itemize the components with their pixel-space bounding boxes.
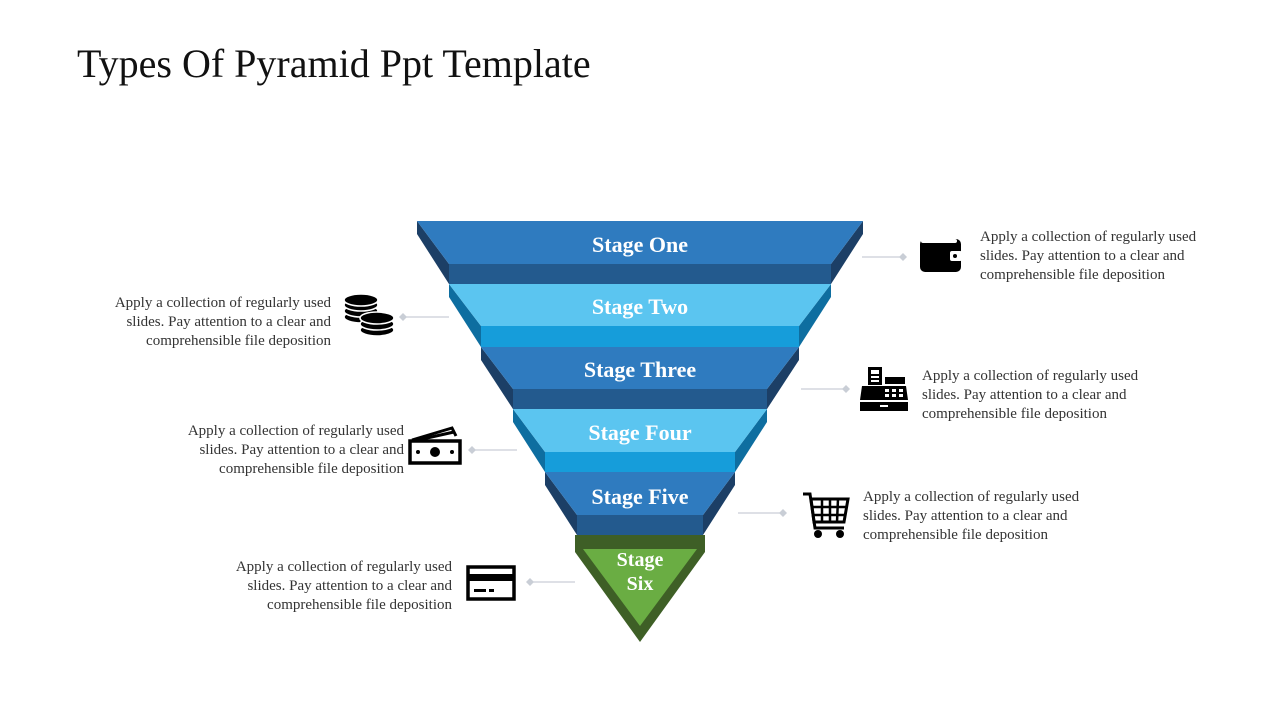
stage-six-label: Stage Six xyxy=(590,548,690,596)
stage-two-right-side xyxy=(799,284,831,347)
stage-five-left-side xyxy=(545,472,577,535)
description-1: Apply a collection of regularly used sli… xyxy=(980,229,1197,283)
wallet-icon xyxy=(920,239,962,272)
stage-four-band xyxy=(545,452,735,472)
description-6: Apply a collection of regularly used sli… xyxy=(235,559,452,613)
connector-5-dot xyxy=(779,509,787,517)
stage-four-label: Stage Four xyxy=(588,420,692,445)
stage-four-right-side xyxy=(735,409,767,472)
connector-4-dot xyxy=(468,446,476,454)
shopping-cart-icon xyxy=(803,492,850,538)
stage-three-band xyxy=(513,389,767,409)
description-2: Apply a collection of regularly used sli… xyxy=(114,295,331,349)
coins-icon xyxy=(343,293,395,337)
stage-two-face xyxy=(449,284,831,326)
connector-2-dot xyxy=(399,313,407,321)
connector-1-dot xyxy=(899,253,907,261)
connectors xyxy=(399,253,907,586)
stage-four-left-side xyxy=(513,409,545,472)
stage-five-right-side xyxy=(703,472,735,535)
stage-one-label: Stage One xyxy=(592,232,688,257)
stage-three-face xyxy=(481,347,799,389)
stage-two-band xyxy=(481,326,799,347)
description-4: Apply a collection of regularly used sli… xyxy=(187,423,404,477)
stage-six-face xyxy=(583,549,697,626)
stage-five-label: Stage Five xyxy=(591,484,689,509)
stage-two-left-side xyxy=(449,284,481,347)
stage-one-band xyxy=(449,264,831,284)
stage-five-face xyxy=(545,472,735,515)
stage-one-left-side xyxy=(417,221,449,284)
stage-three-right-side xyxy=(767,347,799,409)
stage-six-label-line1: Stage xyxy=(616,549,664,571)
page-title: Types Of Pyramid Ppt Template xyxy=(77,41,591,86)
description-5: Apply a collection of regularly used sli… xyxy=(863,489,1080,543)
cash-register-icon xyxy=(860,367,908,411)
stage-six-label-line2: Six xyxy=(626,573,654,595)
banknotes-icon xyxy=(408,426,462,465)
connector-6-dot xyxy=(526,578,534,586)
stage-three-left-side xyxy=(481,347,513,409)
stage-five-band xyxy=(577,515,703,535)
description-3: Apply a collection of regularly used sli… xyxy=(922,368,1139,422)
stage-two-label: Stage Two xyxy=(591,294,689,319)
connector-3-dot xyxy=(842,385,850,393)
credit-card-icon xyxy=(466,565,516,601)
stage-four-face xyxy=(513,409,767,452)
stage-one-face xyxy=(417,221,863,264)
stage-one-right-side xyxy=(831,221,863,284)
stage-three-label: Stage Three xyxy=(583,357,697,382)
